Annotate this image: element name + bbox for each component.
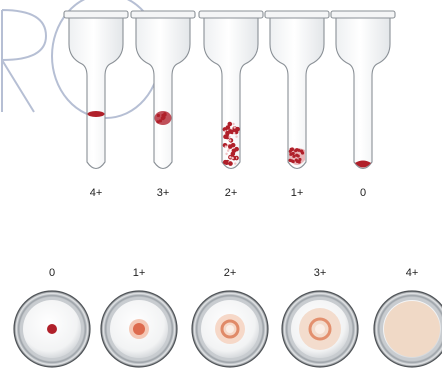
rbc-button [88, 111, 105, 117]
dish-wide-ring [282, 291, 358, 367]
rbc-clump [291, 147, 294, 150]
tube-label-3plus: 3+ [145, 187, 181, 199]
dish-small-button [14, 291, 90, 367]
rbc-clump [292, 152, 295, 155]
dish-label-3plus: 3+ [302, 267, 338, 279]
dish-full-mat [374, 291, 442, 367]
rbc-button [133, 323, 145, 335]
tube-medium-clumps [199, 11, 263, 169]
tube-label-2plus: 2+ [213, 187, 249, 199]
rbc-clump [295, 154, 298, 157]
tube-label-1plus: 1+ [279, 187, 315, 199]
rbc-button [47, 324, 57, 334]
tube-label-0: 0 [345, 187, 381, 199]
rbc-clump [228, 161, 233, 166]
dish-label-2plus: 2+ [212, 267, 248, 279]
dish-label-0: 0 [34, 267, 70, 279]
rbc-clump [294, 149, 297, 152]
rbc-clump [289, 159, 292, 162]
tube-large-clumps [131, 11, 195, 169]
tube-small-clumps [265, 11, 329, 169]
rbc-clump [297, 149, 300, 152]
tube-no-agglutination [331, 11, 395, 169]
dish-fuzzy-button [101, 291, 177, 367]
tube-single-button [64, 11, 128, 169]
rbc-clump [225, 131, 230, 136]
rbc-clump [223, 160, 228, 165]
rbc-clump [295, 158, 298, 161]
dish-label-4plus: 4+ [394, 267, 430, 279]
rbc-clump [232, 149, 237, 154]
tube-label-4plus: 4+ [78, 187, 114, 199]
rbc-clump [226, 125, 231, 130]
dish-ring [192, 291, 268, 367]
dish-label-1plus: 1+ [121, 267, 157, 279]
rbc-clump [292, 160, 295, 163]
rbc-clump [292, 155, 295, 158]
rbc-clump [228, 144, 233, 149]
rbc-mat [384, 301, 440, 357]
